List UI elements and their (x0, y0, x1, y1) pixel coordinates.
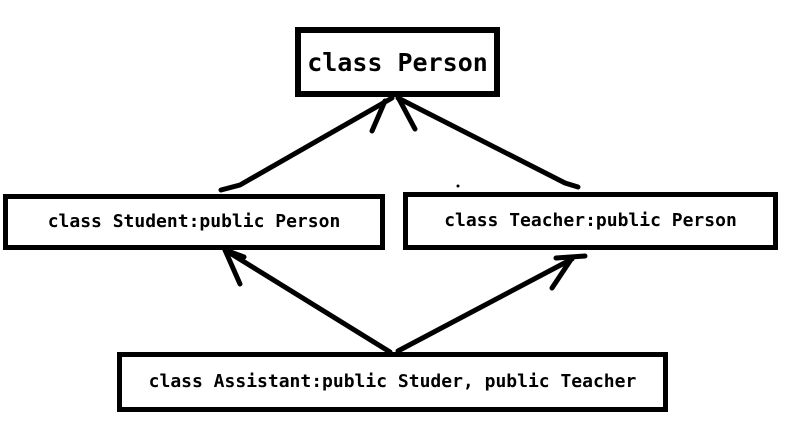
arrow-assistant-to-student (222, 247, 393, 355)
inheritance-arrow-shaft (222, 247, 393, 355)
stray-dot (456, 184, 460, 188)
inheritance-arrow-shaft (395, 256, 575, 354)
arrowhead-barb (222, 247, 247, 260)
arrowhead-barb (549, 258, 573, 291)
arrowhead-barb (553, 253, 588, 261)
inheritance-arrow-shaft (218, 95, 395, 193)
node-person: class Person (295, 27, 500, 97)
arrowhead-barb (369, 98, 388, 134)
arrowhead-barb (396, 96, 418, 132)
node-teacher: class Teacher:public Person (403, 192, 778, 250)
node-student: class Student:public Person (3, 194, 385, 250)
node-assistant: class Assistant:public Studer, public Te… (117, 352, 668, 412)
arrowhead-barb (222, 247, 243, 287)
arrow-teacher-to-person (395, 95, 581, 190)
arrow-student-to-person (218, 95, 395, 193)
inheritance-arrow-shaft (395, 95, 581, 190)
arrow-assistant-to-teacher (395, 253, 588, 354)
